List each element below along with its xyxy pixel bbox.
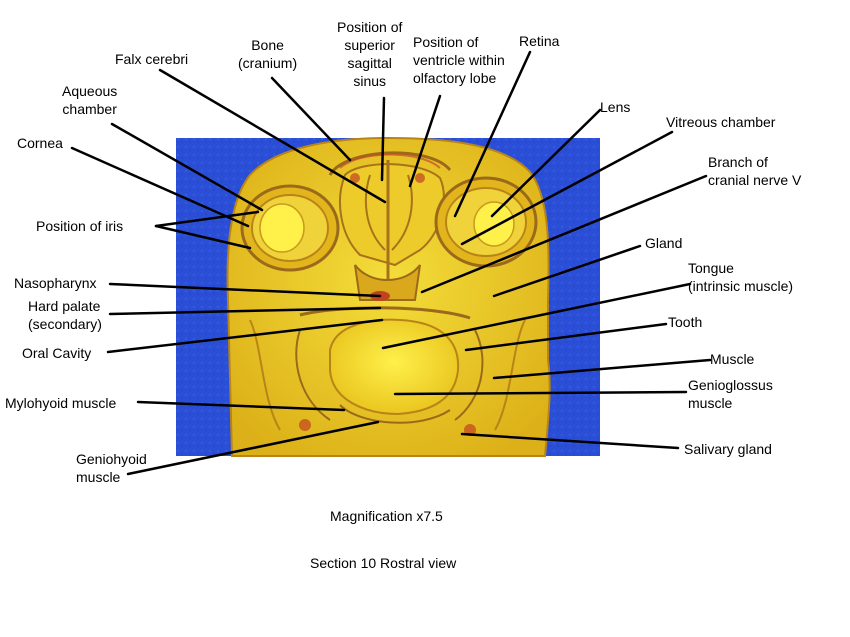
label-oral-cavity: Oral Cavity [22, 345, 92, 361]
label-genioglossus: Genioglossus muscle [688, 377, 773, 411]
label-lens: Lens [600, 99, 631, 115]
label-aqueous-chamber: Aqueous chamber [62, 83, 118, 117]
label-muscle: Muscle [710, 351, 755, 367]
label-cornea: Cornea [17, 135, 63, 151]
right-lens [473, 201, 515, 247]
left-lens [259, 203, 305, 253]
label-geniohyoid: Geniohyoid muscle [76, 451, 147, 485]
label-nasopharynx: Nasopharynx [14, 275, 97, 291]
label-hard-palate: Hard palate (secondary) [28, 298, 102, 332]
label-tooth: Tooth [668, 314, 703, 330]
label-tongue: Tongue (intrinsic muscle) [688, 260, 794, 294]
label-salivary-gland: Salivary gland [684, 441, 772, 457]
caption-magnification: Magnification x7.5 [330, 508, 443, 524]
label-bone-cranium: Bone (cranium) [238, 37, 298, 71]
label-retina: Retina [519, 33, 560, 49]
tongue [329, 318, 460, 416]
label-iris: Position of iris [36, 218, 124, 234]
nasal-region [354, 264, 421, 301]
label-mylohyoid: Mylohyoid muscle [5, 395, 117, 411]
label-falx-cerebri: Falx cerebri [115, 51, 189, 67]
label-superior-sagittal-sinus: Position of superior sagittal sinus [337, 19, 403, 89]
caption-section: Section 10 Rostral view [310, 555, 457, 571]
label-gland: Gland [645, 235, 683, 251]
cranium [328, 151, 452, 176]
label-cranial-nerve-v: Branch of cranial nerve V [708, 154, 802, 188]
label-ventricle-olfactory-lobe: Position of ventricle within olfactory l… [413, 34, 505, 86]
leader-lines [70, 50, 712, 476]
label-vitreous-chamber: Vitreous chamber [666, 114, 776, 130]
